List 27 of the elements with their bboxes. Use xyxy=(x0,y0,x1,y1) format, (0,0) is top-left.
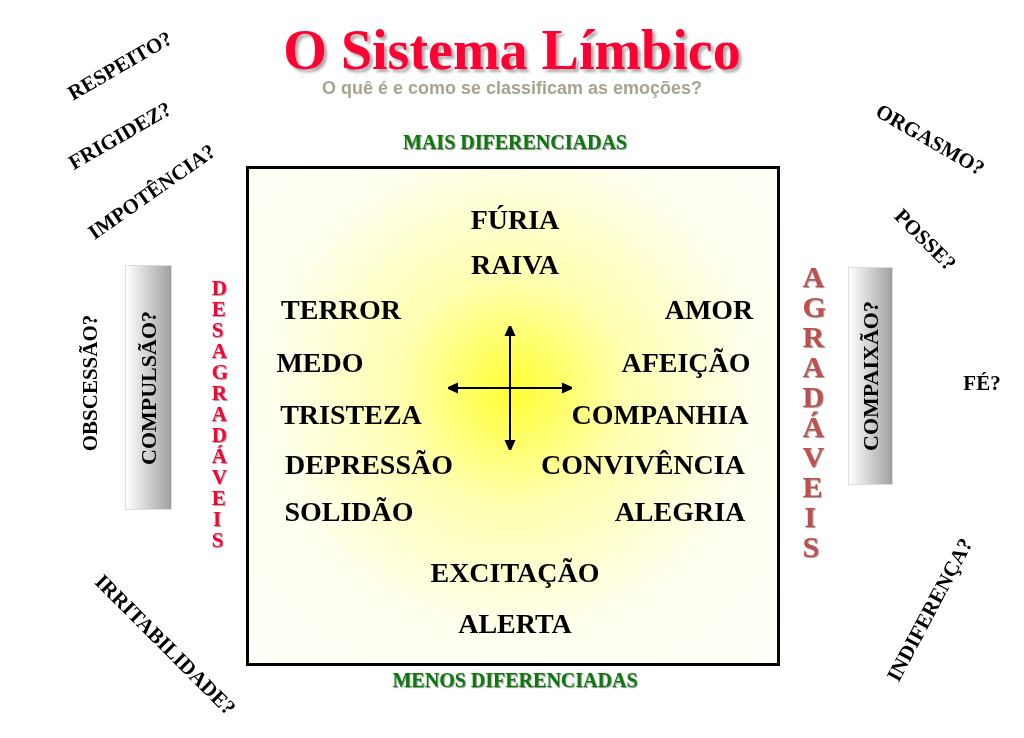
question-label: FÉ? xyxy=(963,372,1001,394)
emotion-label: MEDO xyxy=(276,349,364,377)
emotion-label: AFEIÇÃO xyxy=(621,349,751,377)
emotion-label: ALERTA xyxy=(458,610,572,638)
emotion-label: TERROR xyxy=(281,296,401,324)
box-label: COMPAIXÃO? xyxy=(859,301,882,451)
axis-label: MENOS DIFERENCIADAS xyxy=(392,670,638,690)
emotion-label: COMPANHIA xyxy=(571,401,749,429)
emotion-label: TRISTEZA xyxy=(280,401,422,429)
vertical-axis-label: DESAGRADÁVEIS xyxy=(210,277,233,551)
axis-label: MAIS DIFERENCIADAS xyxy=(403,132,627,152)
emotion-label: FÚRIA xyxy=(470,206,560,234)
question-label: OBSCESSÃO? xyxy=(79,314,101,452)
emotion-square xyxy=(246,166,780,666)
gradient-box xyxy=(125,265,172,510)
title: O Sistema Límbico xyxy=(283,22,741,78)
emotion-label: CONVIVÊNCIA xyxy=(541,451,745,479)
emotion-label: SOLIDÃO xyxy=(284,498,414,526)
emotion-label: AMOR xyxy=(664,296,754,324)
emotion-label: DEPRESSÃO xyxy=(285,451,453,479)
vertical-axis-label: AGRADÁVEIS xyxy=(801,262,833,562)
gradient-box xyxy=(848,267,893,485)
emotion-label: RAIVA xyxy=(470,251,560,279)
box-label: COMPULSÃO? xyxy=(137,310,160,465)
emotion-label: ALEGRIA xyxy=(614,498,746,526)
emotion-label: EXCITAÇÃO xyxy=(430,559,600,587)
subtitle: O quê é e como se classificam as emoções? xyxy=(321,79,703,97)
